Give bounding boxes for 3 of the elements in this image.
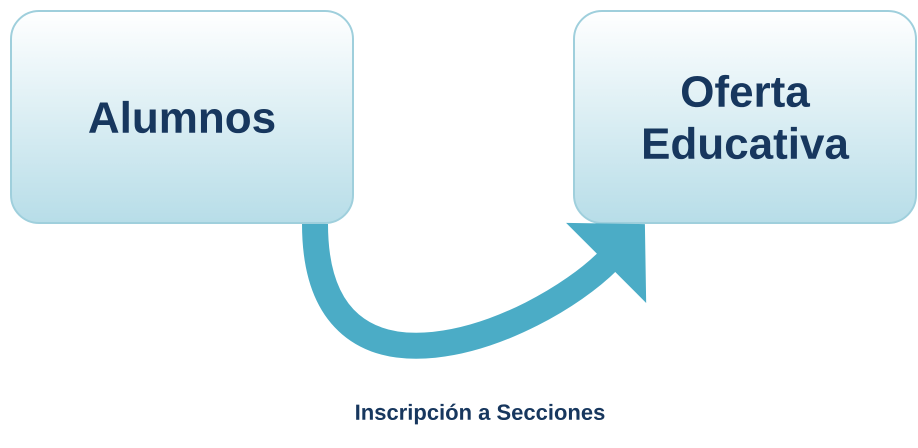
rounded-box: Oferta Educativa	[573, 10, 917, 224]
rounded-box: Alumnos	[10, 10, 354, 224]
edge-label: Inscripción a Secciones	[356, 404, 604, 424]
